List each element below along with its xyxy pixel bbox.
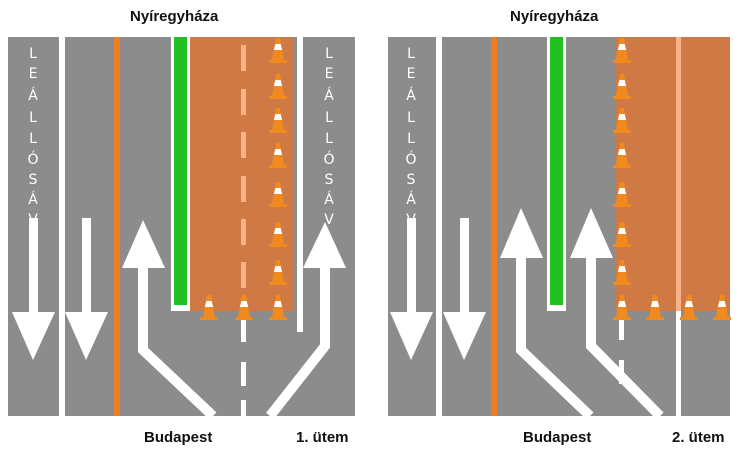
panel1-bottom-label: Budapest (144, 429, 213, 446)
panel1-stage-label: 1. ütem (296, 429, 349, 446)
panel1-dashed-line (241, 320, 246, 416)
shoulder-letter: Á (28, 191, 38, 208)
shoulder-letter: Ó (405, 150, 416, 168)
panel1: L E Á L L Ó S Á V L E Á L L Ó S Á V (8, 37, 355, 420)
arrow-down-icon (443, 218, 486, 360)
arrow-up-icon (570, 208, 664, 420)
shoulder-letter: S (407, 172, 416, 188)
panel1-lane-line-a (59, 37, 65, 416)
panel1-top-label: Nyíregyháza (130, 8, 219, 25)
panel2-edge-line (491, 37, 497, 416)
shoulder-letter: Á (406, 191, 416, 208)
panel2-lane-line-b (676, 311, 681, 416)
shoulder-letter: L (407, 110, 415, 126)
shoulder-letter: L (29, 46, 37, 62)
shoulder-letter: E (325, 66, 334, 82)
shoulder-letter: L (29, 110, 37, 126)
shoulder-letter: V (324, 212, 334, 228)
arrow-down-icon (65, 218, 108, 360)
panel2-green-barrier (550, 37, 563, 305)
shoulder-letter: L (325, 131, 333, 147)
shoulder-letter: Á (406, 87, 416, 104)
shoulder-letter: E (29, 66, 38, 82)
shoulder-letter: E (407, 66, 416, 82)
panel1-green-barrier (174, 37, 187, 305)
shoulder-letter: Á (28, 87, 38, 104)
panel2: L E Á L L Ó S Á V (388, 37, 731, 420)
panel2-work-zone (615, 37, 730, 311)
panel1-edge-line (114, 37, 120, 416)
shoulder-letter: Ó (323, 150, 334, 168)
panel1-shoulder-text-right: L E Á L L Ó S Á V (323, 46, 334, 228)
arrow-up-icon (266, 222, 346, 420)
panel2-shoulder-text-left: L E Á L L Ó S Á V (405, 46, 416, 228)
panel2-work-zone-line (676, 37, 681, 311)
panel2-stage-label: 2. ütem (672, 429, 725, 446)
arrow-down-icon (12, 218, 55, 360)
panel2-bottom-label: Budapest (523, 429, 592, 446)
arrow-down-icon (390, 218, 433, 360)
shoulder-letter: S (325, 172, 334, 188)
panel1-shoulder-text-left: L E Á L L Ó S Á V (27, 46, 38, 228)
arrow-up-icon (500, 208, 594, 420)
panel1-lane-line-b (297, 37, 303, 332)
shoulder-letter: V (406, 212, 416, 228)
shoulder-letter: L (325, 46, 333, 62)
panel2-lane-line-a (436, 37, 442, 416)
shoulder-letter: L (325, 110, 333, 126)
shoulder-letter: Á (324, 191, 334, 208)
shoulder-letter: Ó (27, 150, 38, 168)
panel1-dashed-line-work (241, 45, 246, 288)
shoulder-letter: Á (324, 87, 334, 104)
shoulder-letter: S (29, 172, 38, 188)
shoulder-letter: L (407, 131, 415, 147)
shoulder-letter: V (28, 212, 38, 228)
panel2-top-label: Nyíregyháza (510, 8, 599, 25)
shoulder-letter: L (29, 131, 37, 147)
shoulder-letter: L (407, 46, 415, 62)
arrow-up-icon (122, 220, 217, 420)
